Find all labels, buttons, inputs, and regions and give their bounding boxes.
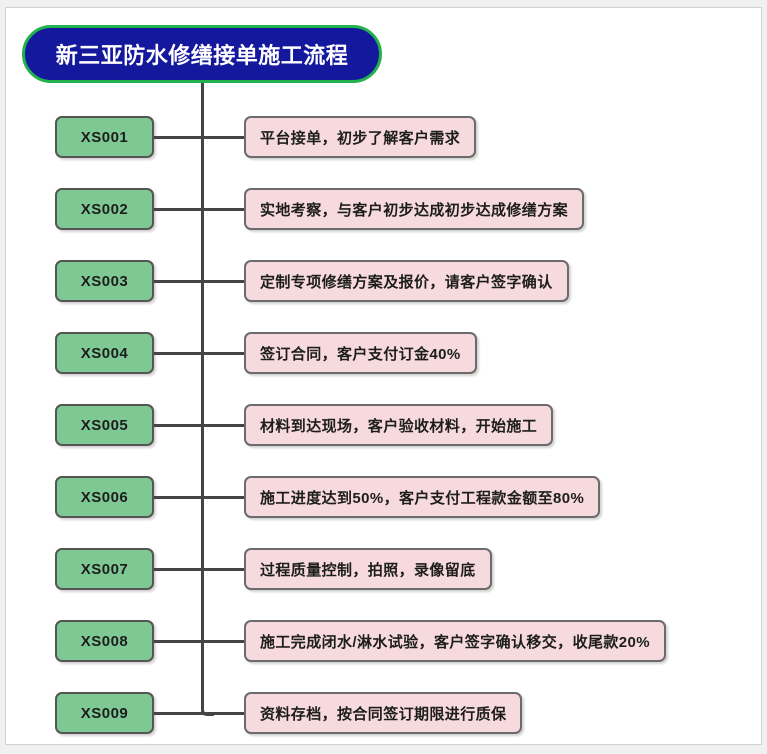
connector-line-right xyxy=(201,496,246,499)
connector-line-left xyxy=(154,280,203,283)
step-id-box[interactable]: XS004 xyxy=(55,332,154,374)
step-description-label: 施工完成闭水/淋水试验，客户签字确认移交，收尾款20% xyxy=(260,633,650,651)
step-id-box[interactable]: XS008 xyxy=(55,620,154,662)
step-description-label: 施工进度达到50%，客户支付工程款金额至80% xyxy=(260,489,585,507)
step-row: XS005 材料到达现场，客户验收材料，开始施工 xyxy=(0,404,767,448)
connector-line-right xyxy=(201,136,246,139)
step-id-label: XS001 xyxy=(80,128,129,146)
connector-line-left xyxy=(154,208,203,211)
step-id-label: XS002 xyxy=(80,200,129,218)
connector-line-right xyxy=(201,712,246,715)
step-row: XS002 实地考察，与客户初步达成初步达成修缮方案 xyxy=(0,188,767,232)
step-description-box[interactable]: 定制专项修缮方案及报价，请客户签字确认 xyxy=(244,260,569,302)
step-description-label: 定制专项修缮方案及报价，请客户签字确认 xyxy=(260,273,553,291)
step-description-box[interactable]: 施工完成闭水/淋水试验，客户签字确认移交，收尾款20% xyxy=(244,620,666,662)
connector-line-left xyxy=(154,496,203,499)
step-description-box[interactable]: 实地考察，与客户初步达成初步达成修缮方案 xyxy=(244,188,585,230)
step-description-label: 材料到达现场，客户验收材料，开始施工 xyxy=(260,417,538,435)
step-description-box[interactable]: 签订合同，客户支付订金40% xyxy=(244,332,477,374)
step-description-box[interactable]: 平台接单，初步了解客户需求 xyxy=(244,116,477,158)
step-row: XS001 平台接单，初步了解客户需求 xyxy=(0,116,767,160)
step-id-label: XS003 xyxy=(80,272,129,290)
step-description-box[interactable]: 施工进度达到50%，客户支付工程款金额至80% xyxy=(244,476,601,518)
step-id-label: XS004 xyxy=(80,344,129,362)
step-id-label: XS007 xyxy=(80,560,129,578)
step-id-box[interactable]: XS001 xyxy=(55,116,154,158)
connector-line-right xyxy=(201,568,246,571)
step-description-box[interactable]: 材料到达现场，客户验收材料，开始施工 xyxy=(244,404,554,446)
step-row: XS008 施工完成闭水/淋水试验，客户签字确认移交，收尾款20% xyxy=(0,620,767,664)
step-row: XS006 施工进度达到50%，客户支付工程款金额至80% xyxy=(0,476,767,520)
step-description-label: 平台接单，初步了解客户需求 xyxy=(260,129,461,147)
step-description-box[interactable]: 资料存档，按合同签订期限进行质保 xyxy=(244,692,523,734)
step-description-label: 资料存档，按合同签订期限进行质保 xyxy=(260,705,507,723)
connector-line-left xyxy=(154,640,203,643)
connector-line-left xyxy=(154,712,203,715)
connector-line-left xyxy=(154,136,203,139)
step-id-box[interactable]: XS007 xyxy=(55,548,154,590)
step-id-box[interactable]: XS005 xyxy=(55,404,154,446)
step-row: XS009 资料存档，按合同签订期限进行质保 xyxy=(0,692,767,736)
step-row: XS003 定制专项修缮方案及报价，请客户签字确认 xyxy=(0,260,767,304)
connector-line-right xyxy=(201,640,246,643)
step-description-label: 过程质量控制，拍照，录像留底 xyxy=(260,561,476,579)
step-id-box[interactable]: XS006 xyxy=(55,476,154,518)
step-row: XS007 过程质量控制，拍照，录像留底 xyxy=(0,548,767,592)
connector-line-left xyxy=(154,424,203,427)
connector-line-right xyxy=(201,424,246,427)
vertical-spine-line xyxy=(201,83,204,712)
step-id-box[interactable]: XS009 xyxy=(55,692,154,734)
step-description-label: 实地考察，与客户初步达成初步达成修缮方案 xyxy=(260,201,569,219)
connector-line-left xyxy=(154,352,203,355)
step-id-label: XS005 xyxy=(80,416,129,434)
step-id-label: XS009 xyxy=(80,704,129,722)
connector-line-right xyxy=(201,280,246,283)
step-row: XS004 签订合同，客户支付订金40% xyxy=(0,332,767,376)
page-title: 新三亚防水修缮接单施工流程 xyxy=(55,43,349,68)
step-description-box[interactable]: 过程质量控制，拍照，录像留底 xyxy=(244,548,492,590)
step-id-label: XS008 xyxy=(80,632,129,650)
step-id-label: XS006 xyxy=(80,488,129,506)
flowchart-title: 新三亚防水修缮接单施工流程 xyxy=(22,25,382,83)
connector-line-right xyxy=(201,208,246,211)
connector-line-right xyxy=(201,352,246,355)
connector-line-left xyxy=(154,568,203,571)
step-description-label: 签订合同，客户支付订金40% xyxy=(260,345,461,363)
step-id-box[interactable]: XS003 xyxy=(55,260,154,302)
step-id-box[interactable]: XS002 xyxy=(55,188,154,230)
